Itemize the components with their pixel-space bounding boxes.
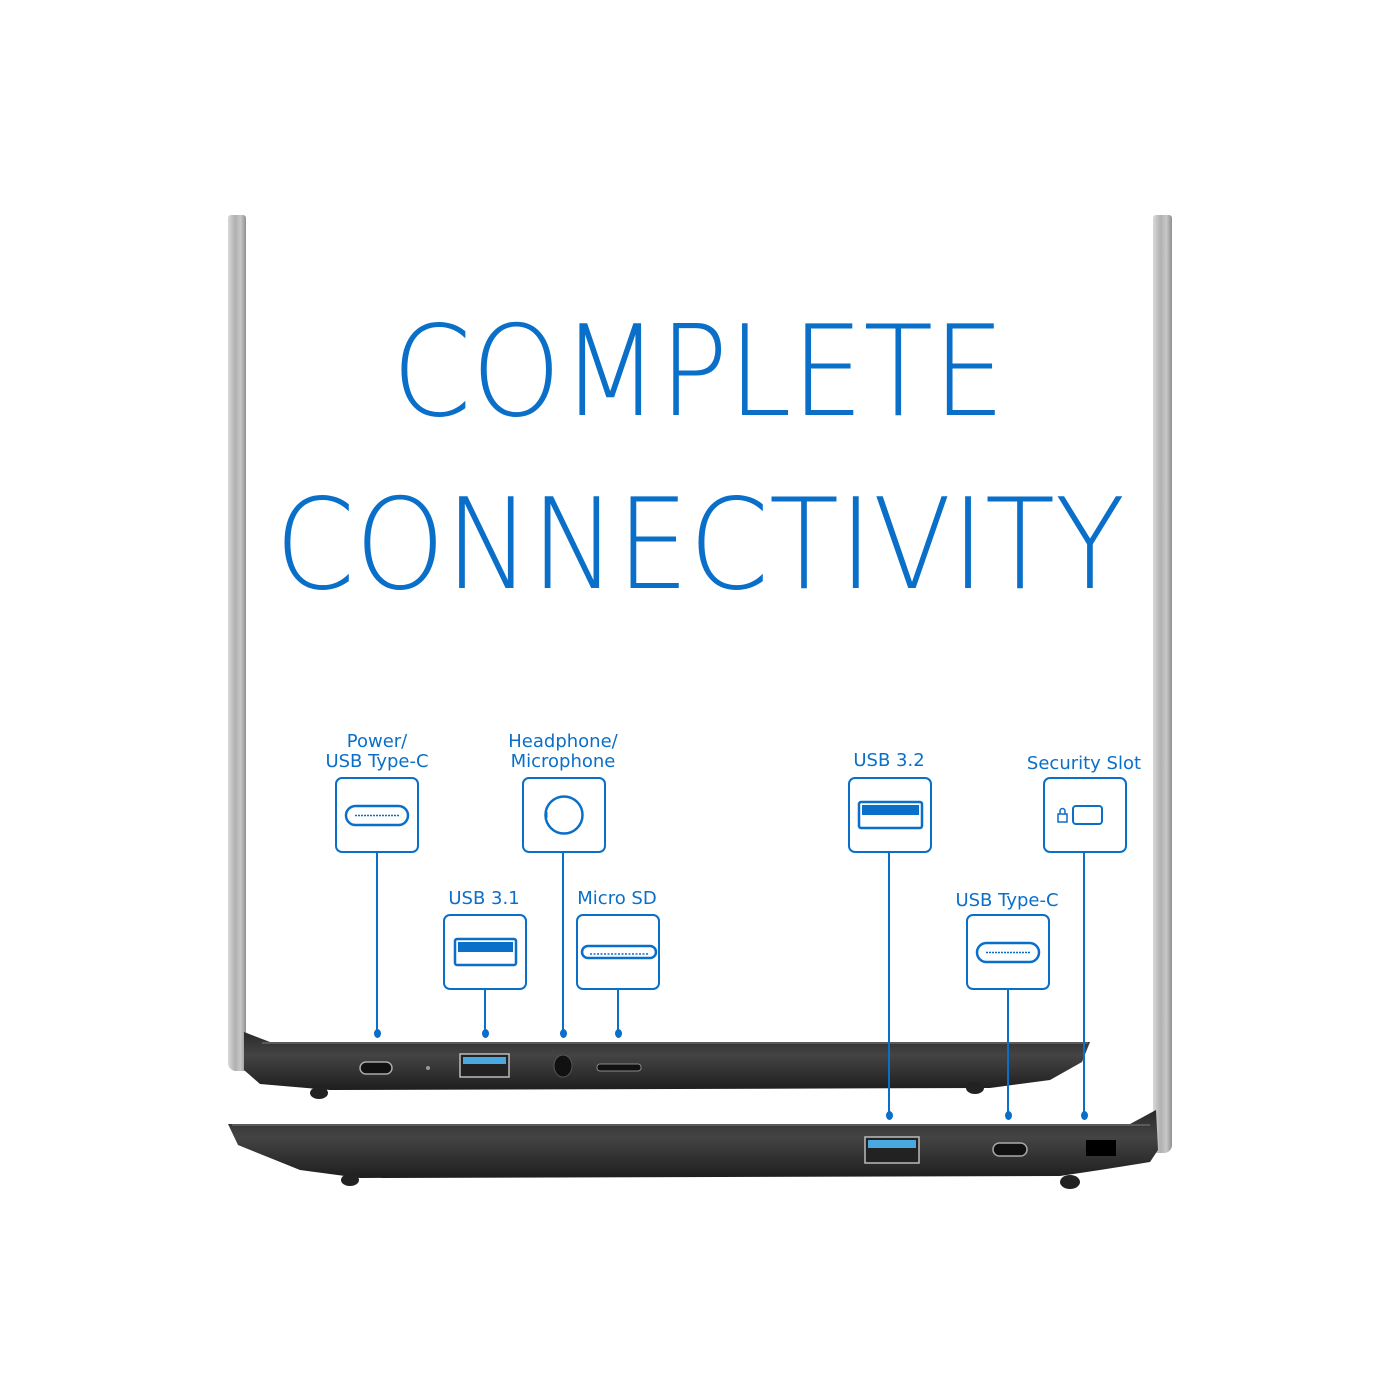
usb-a-port-icon [857, 800, 924, 830]
audio-jack [553, 1054, 573, 1078]
usb-a-port-icon [453, 937, 518, 967]
usb-c-port [359, 1061, 393, 1075]
headline-line1: COMPLETE [392, 298, 1005, 445]
callout-label: USB 3.1 [448, 888, 520, 909]
micro-sd-slot [596, 1063, 642, 1072]
audio-jack-icon [544, 795, 584, 835]
right-screen-edge [1153, 215, 1172, 1153]
security-slot [1086, 1140, 1116, 1156]
usb-a-port [459, 1053, 510, 1078]
callout-label: Security Slot [1026, 753, 1142, 774]
callout-label: USB Type-C [955, 890, 1059, 911]
left-side-laptop [244, 1032, 1090, 1099]
micro-sd-slot-icon [580, 944, 658, 960]
usb-c-port-icon [344, 804, 410, 827]
usb-c-port [992, 1142, 1028, 1157]
callout-label: Micro SD [577, 888, 657, 909]
usb-c-port-icon [975, 941, 1041, 964]
headline-line2: CONNECTIVITY [275, 471, 1125, 618]
left-screen-edge [228, 215, 246, 1071]
right-side-laptop [228, 1110, 1158, 1189]
callout-label: USB Type-C [325, 751, 429, 772]
usb-a-port [864, 1136, 920, 1164]
headline: COMPLETE CONNECTIVITY [275, 298, 1125, 618]
callout-label: Microphone [510, 751, 616, 772]
callout-label: Headphone/ [508, 731, 618, 752]
callout-label: USB 3.2 [853, 750, 925, 771]
callout-label: Power/ [346, 731, 408, 752]
lock-slot-icon [1057, 805, 1103, 825]
